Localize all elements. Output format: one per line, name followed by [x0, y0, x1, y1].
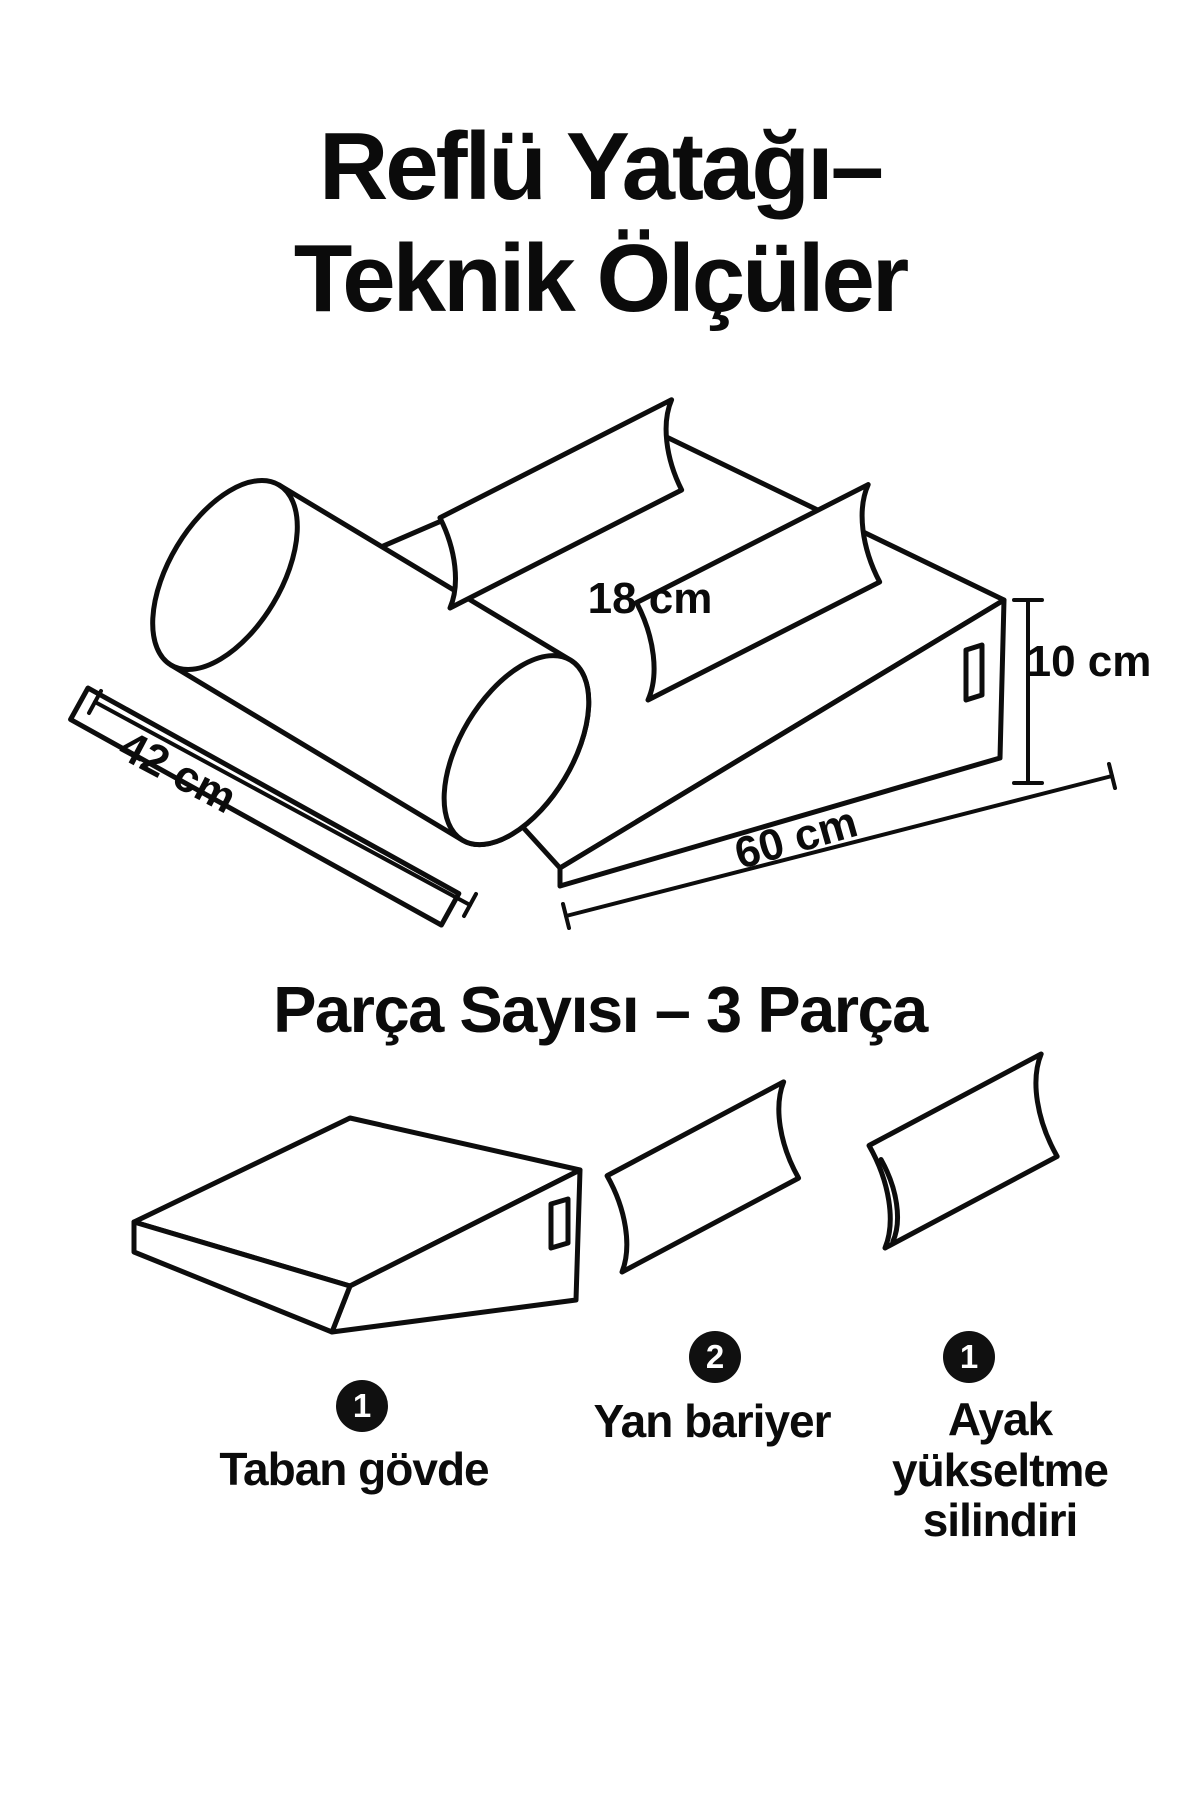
part-count-badge-taban: 1 — [336, 1380, 388, 1432]
side-barrier-front — [634, 482, 883, 703]
svg-text:10 cm: 10 cm — [1027, 637, 1152, 686]
svg-text:18 cm: 18 cm — [588, 574, 713, 623]
part-wedge-taban-govde — [131, 1115, 583, 1335]
foot-cylinder — [150, 477, 592, 848]
handle-slot — [963, 642, 985, 703]
part-foot-cylinder — [866, 1051, 1060, 1251]
part-label-yan-bariyer: Yan bariyer — [593, 1395, 831, 1447]
part-count-badge-ayak-silindiri: 1 — [943, 1331, 995, 1383]
base-platform — [68, 685, 462, 928]
page-title-line-1: Reflü Yatağı– — [318, 113, 884, 220]
part-label-ayak-yukseltme-silindiri: Ayak yükseltme silindiri — [891, 1393, 1109, 1547]
dimension-10cm: 10 cm — [1012, 598, 1152, 785]
part-illustrations — [131, 1051, 1060, 1335]
part-label-taban-govde: Taban gövde — [219, 1443, 489, 1495]
side-barrier-back — [437, 397, 685, 611]
parts-section-heading: Parça Sayısı – 3 Parça — [273, 973, 928, 1046]
page-title-line-2: Teknik Ölçüler — [293, 225, 909, 332]
handle-slot — [548, 1196, 571, 1251]
assembled-bed-diagram: 18 cm 10 cm 42 cm 60 cm — [68, 397, 1152, 930]
dimension-18cm: 18 cm — [588, 574, 713, 623]
part-side-barrier — [604, 1079, 802, 1275]
part-count-badge-yan-bariyer: 2 — [689, 1331, 741, 1383]
